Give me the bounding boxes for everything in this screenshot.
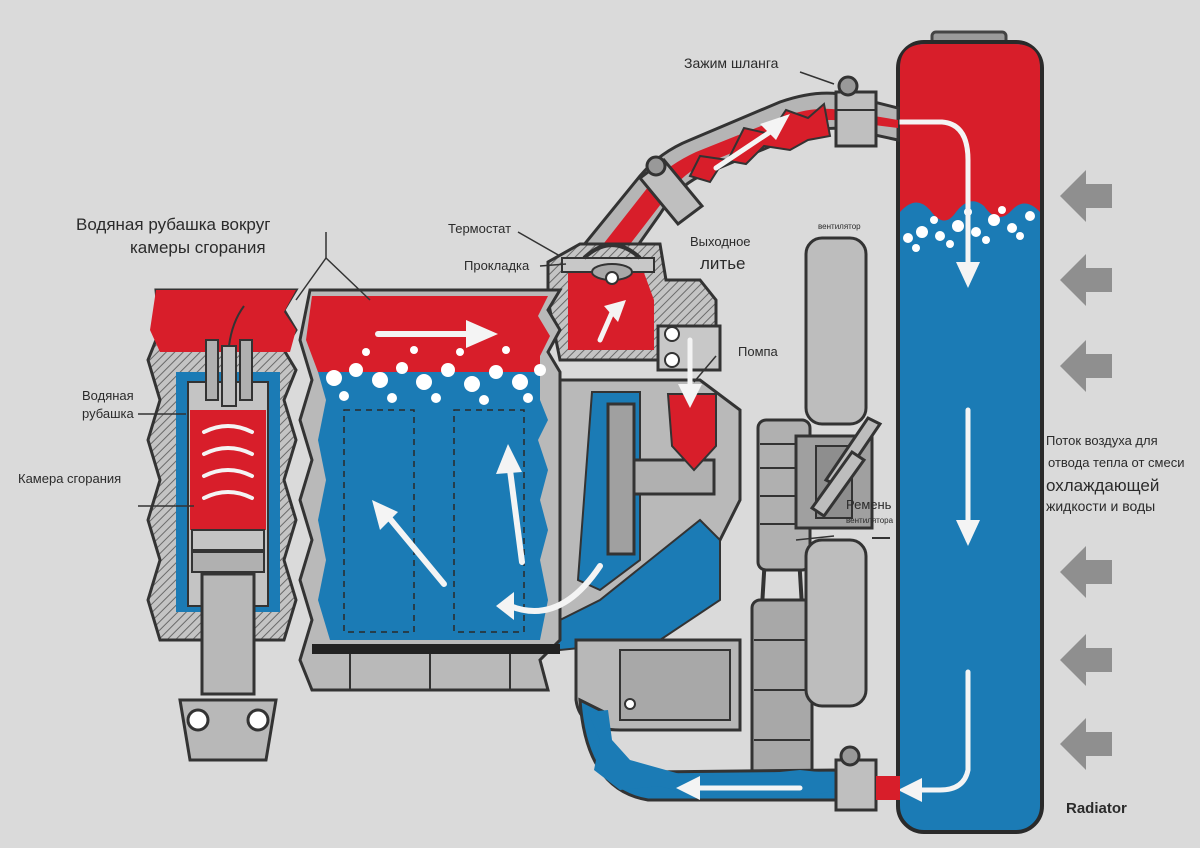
radiator <box>889 30 1044 834</box>
jacket-title-line2: камеры сгорания <box>130 238 266 257</box>
fan <box>794 236 890 708</box>
airflow-label-line2: отвода тепла от смеси <box>1048 455 1185 470</box>
thermostat-label: Термостат <box>448 221 512 236</box>
airflow-label-line4: жидкости и воды <box>1046 498 1156 514</box>
hose-clamp-lower <box>637 155 705 227</box>
leader-lines <box>138 71 835 541</box>
belt-label-line2: вентилятора <box>846 516 894 525</box>
jacket-title-line1: Водяная рубашка вокруг <box>76 215 271 234</box>
water-jacket-label-line2: рубашка <box>82 406 134 421</box>
hose-clamp-label: Зажим шланга <box>684 55 779 71</box>
airflow-label-line1: Поток воздуха для <box>1046 433 1158 448</box>
fan-label: вентилятор <box>818 222 861 231</box>
water-jacket-label-line1: Водяная <box>82 388 134 403</box>
lower-hose <box>574 638 900 812</box>
combustion-chamber-label: Камера сгорания <box>18 471 122 486</box>
outlet-label-line1: Выходное <box>690 234 751 249</box>
airflow-label-line3: охлаждающей <box>1046 476 1160 495</box>
belt-label-line1: Ремень <box>846 497 892 512</box>
outlet-label-line2: литье <box>700 254 746 273</box>
radiator-label: Radiator <box>1066 800 1127 817</box>
pump-label: Помпа <box>738 344 778 359</box>
fan-belt <box>750 418 814 782</box>
engine-block <box>298 288 603 692</box>
airflow-arrows <box>1060 170 1112 770</box>
hose-clamp-upper <box>834 75 878 148</box>
gasket-label: Прокладка <box>464 258 530 273</box>
cylinder-section <box>146 288 299 762</box>
water-pump <box>538 324 742 652</box>
